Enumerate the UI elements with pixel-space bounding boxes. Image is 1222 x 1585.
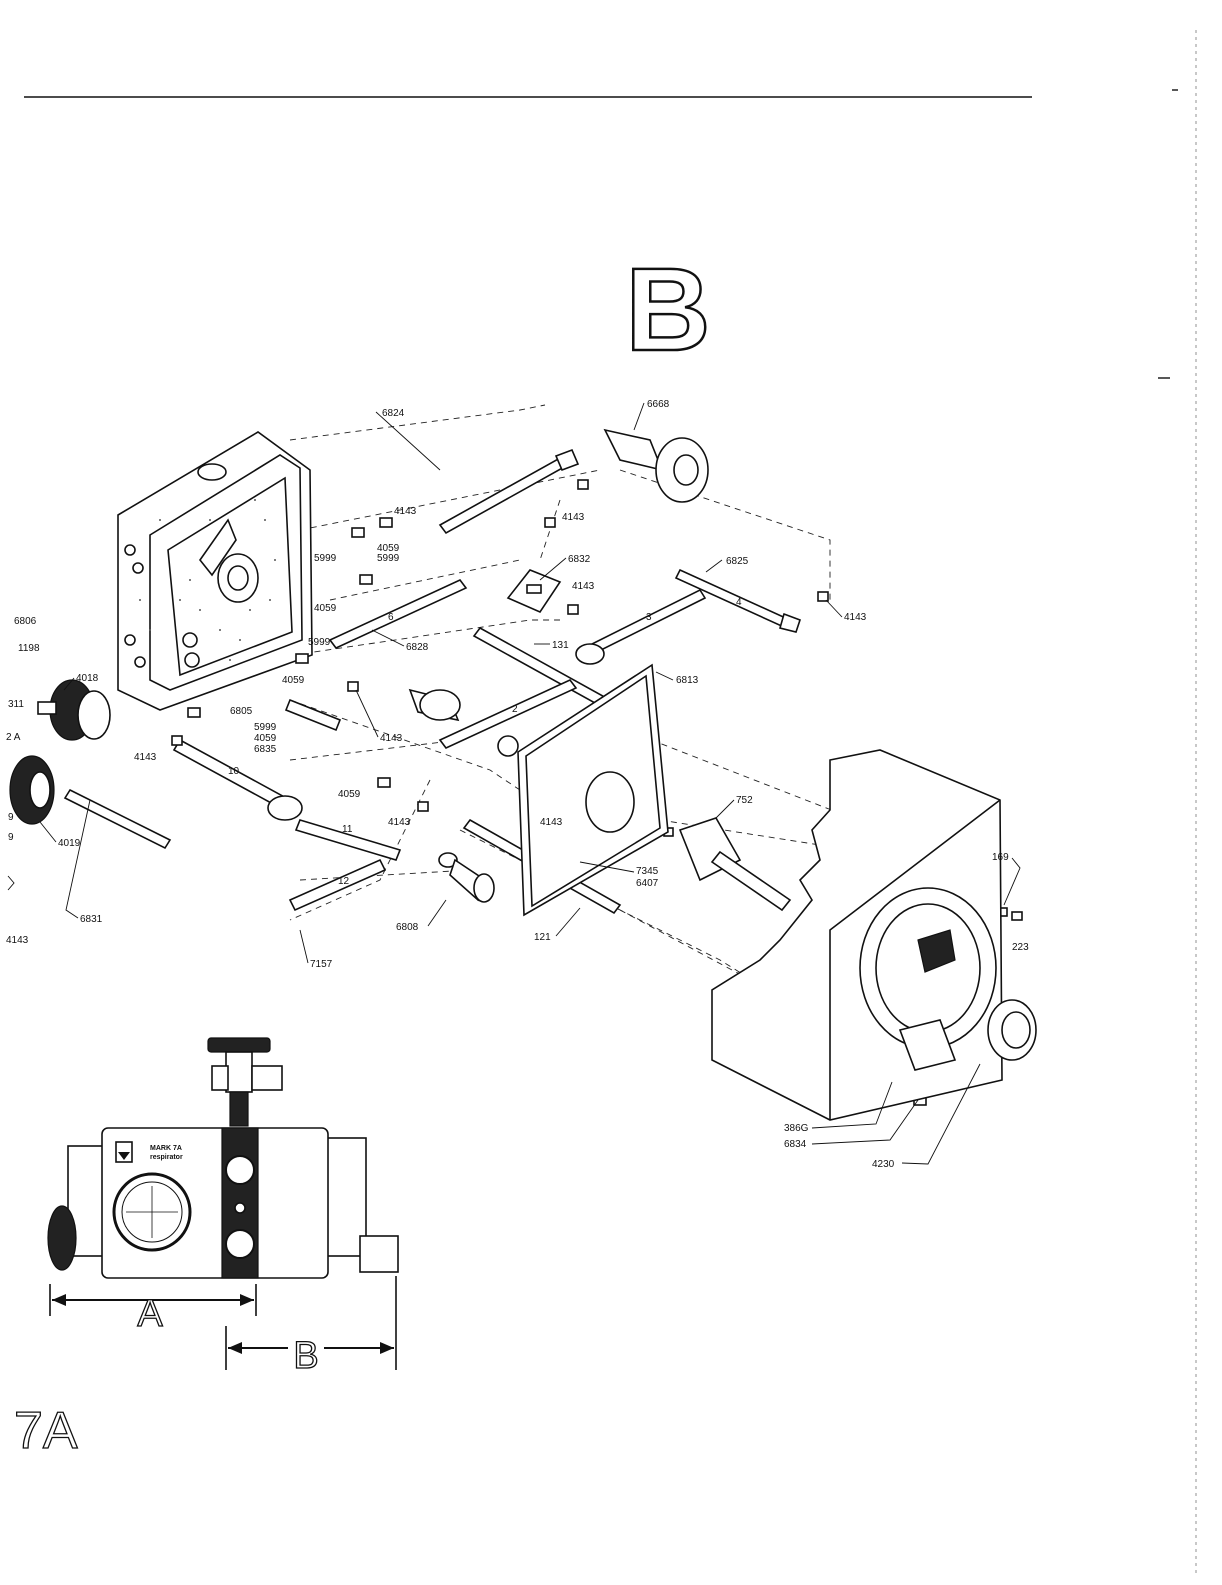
part-label: 6813	[676, 675, 699, 686]
knob-4018	[38, 680, 110, 740]
dimension-a-label: A	[137, 1293, 163, 1335]
part-label: 6824	[382, 408, 405, 419]
part-label: 4143	[388, 817, 411, 828]
tube-number: 4	[736, 597, 742, 608]
edge-label: 2 A	[6, 732, 21, 743]
part-label: 5999	[314, 553, 337, 564]
respirator-front-view: MARK 7A respirator A B	[48, 1038, 398, 1377]
edge-label: 9	[8, 812, 14, 823]
part-label: 752	[736, 795, 753, 806]
part-label: 4143	[134, 752, 157, 763]
device-brand-line1: MARK 7A	[150, 1145, 182, 1152]
edge-label: 311	[8, 699, 24, 710]
part-label: 4143	[6, 935, 29, 946]
part-label: 4018	[76, 673, 99, 684]
edge-label: 9	[8, 832, 14, 843]
section-letter: B	[625, 244, 710, 376]
part-label: 4230	[872, 1159, 895, 1170]
part-label: 4059	[338, 789, 361, 800]
tube-number: 3	[646, 612, 652, 623]
part-label: 6834	[784, 1139, 807, 1150]
part-label: 4019	[58, 838, 81, 849]
part-label: 4143	[394, 506, 417, 517]
part-label: 6407	[636, 878, 659, 889]
part-label: 5999	[308, 637, 331, 648]
part-label: 6825	[726, 556, 749, 567]
part-label: 6835	[254, 744, 277, 755]
regulator-housing	[118, 432, 312, 710]
tube-number: 2	[512, 704, 518, 715]
part-label: 4143	[540, 817, 563, 828]
part-label: 121	[534, 932, 551, 943]
part-label: 4143	[562, 512, 585, 523]
dimension-b-label: B	[293, 1335, 318, 1377]
tube-number: 6	[388, 612, 394, 623]
part-label: 5999	[254, 722, 277, 733]
part-label: 6806	[14, 616, 37, 627]
part-label: 4143	[572, 581, 595, 592]
part-label: 6831	[80, 914, 103, 925]
part-label: 5999	[377, 553, 400, 564]
part-label: 4059	[282, 675, 305, 686]
block-6832	[508, 570, 560, 612]
part-label: 169	[992, 852, 1009, 863]
part-label: 386G	[784, 1123, 809, 1134]
part-label: 6805	[230, 706, 253, 717]
device-brand-line2: respirator	[150, 1154, 183, 1161]
part-label: 1198	[18, 643, 40, 654]
part-label: 7345	[636, 866, 659, 877]
tube-number: 10	[228, 766, 240, 777]
part-label: 4143	[844, 612, 867, 623]
part-label: 131	[552, 640, 569, 651]
model-label: 7A	[14, 1402, 78, 1460]
part-label: 6808	[396, 922, 419, 933]
tube-number: 12	[338, 876, 350, 887]
part-label: 7157	[310, 959, 333, 970]
cabinet-housing	[712, 750, 1036, 1120]
part-label: 4143	[380, 733, 403, 744]
knob-4019	[10, 756, 54, 824]
part-label: 6668	[647, 399, 670, 410]
valve-6668	[605, 430, 708, 502]
part-label: 6828	[406, 642, 429, 653]
part-label: 6832	[568, 554, 591, 565]
tube-number: 11	[342, 824, 353, 835]
part-label: 4059	[254, 733, 277, 744]
part-label: 4059	[314, 603, 337, 614]
fitting-6808	[439, 853, 494, 902]
part-752	[680, 818, 790, 910]
part-label: 223	[1012, 942, 1029, 953]
